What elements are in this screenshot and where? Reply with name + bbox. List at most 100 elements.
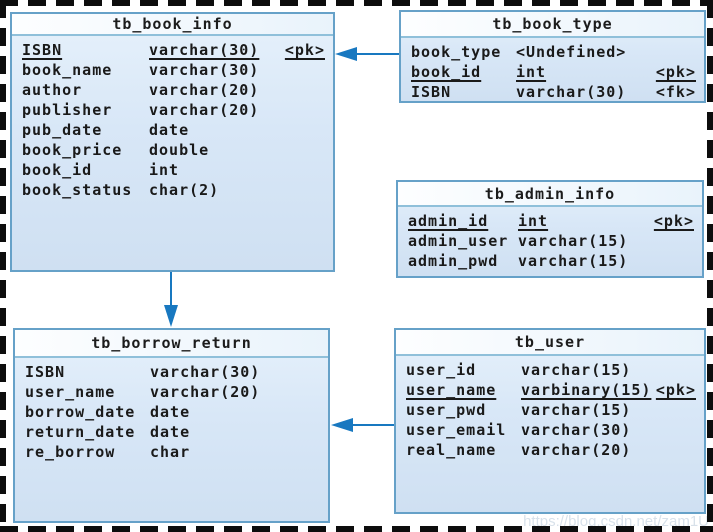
column-row: book_name varchar(30) [22,60,325,80]
column-type: varchar(30) [149,41,260,59]
relation-arrow-book-type-to-book-info [335,47,399,61]
column-name: user_name [25,383,116,401]
column-name: admin_user [408,232,509,250]
table-title: tb_admin_info [398,182,702,207]
column-name: book_id [22,161,93,179]
column-name: user_id [406,361,477,379]
column-type: varbinary(15) [521,381,652,399]
dashed-border-left [0,0,6,532]
column-row: book_id int <pk> [411,62,696,82]
table-columns: admin_id int <pk> admin_user varchar(15)… [398,207,702,271]
column-type: date [149,121,190,139]
column-name: return_date [25,423,136,441]
table-columns: ISBN varchar(30) <pk> book_name varchar(… [12,36,333,200]
primary-key-tag: <pk> [655,63,696,81]
column-type: varchar(30) [149,61,260,79]
column-name: book_price [22,141,123,159]
column-name: ISBN [22,41,63,59]
column-type: varchar(15) [521,401,632,419]
column-type: varchar(20) [521,441,632,459]
csdn-watermark: https://blog.csdn.net/zam1U [523,513,709,530]
primary-key-tag: <pk> [653,212,694,230]
column-name: borrow_date [25,403,136,421]
table-tb-book-type: tb_book_type book_type <Undefined> book_… [399,10,706,103]
column-row: admin_pwd varchar(15) [408,251,694,271]
column-name: ISBN [25,363,66,381]
column-name: real_name [406,441,497,459]
table-columns: book_type <Undefined> book_id int <pk> I… [401,38,704,102]
relation-arrow-book-info-to-borrow-return [164,272,178,327]
column-type: double [149,141,210,159]
column-row: user_id varchar(15) [406,360,696,380]
table-title: tb_user [396,330,704,356]
column-row: author varchar(20) [22,80,325,100]
column-row: book_id int [22,160,325,180]
column-row: publisher varchar(20) [22,100,325,120]
column-name: publisher [22,101,113,119]
column-row: admin_id int <pk> [408,211,694,231]
column-row: ISBN varchar(30) <fk> [411,82,696,102]
table-title: tb_book_type [401,12,704,38]
dashed-border-top [0,0,713,6]
column-row: book_price double [22,140,325,160]
table-tb-admin-info: tb_admin_info admin_id int <pk> admin_us… [396,180,704,278]
column-name: re_borrow [25,443,116,461]
column-name: ISBN [411,83,452,101]
table-tb-book-info: tb_book_info ISBN varchar(30) <pk> book_… [10,12,335,272]
column-name: admin_pwd [408,252,499,270]
column-type: varchar(20) [149,81,260,99]
table-tb-borrow-return: tb_borrow_return ISBN varchar(30) user_n… [13,328,330,523]
table-title: tb_borrow_return [15,330,328,358]
column-type: char [150,443,191,461]
column-row: return_date date [25,422,320,442]
column-name: user_pwd [406,401,487,419]
column-row: admin_user varchar(15) [408,231,694,251]
column-row: user_name varchar(20) [25,382,320,402]
column-row: user_name varbinary(15) <pk> [406,380,696,400]
column-type: date [150,403,191,421]
primary-key-tag: <pk> [284,41,325,59]
dashed-border-right [707,0,713,532]
column-row: real_name varchar(20) [406,440,696,460]
foreign-key-tag: <fk> [655,83,696,101]
table-columns: user_id varchar(15) user_name varbinary(… [396,356,704,460]
column-row: borrow_date date [25,402,320,422]
column-row: re_borrow char [25,442,320,462]
table-columns: ISBN varchar(30) user_name varchar(20) b… [15,358,328,462]
column-row: ISBN varchar(30) [25,362,320,382]
column-name: admin_id [408,212,489,230]
column-type: varchar(20) [150,383,261,401]
column-type: varchar(20) [149,101,260,119]
column-row: user_pwd varchar(15) [406,400,696,420]
column-name: book_status [22,181,133,199]
primary-key-tag: <pk> [655,381,696,399]
column-name: book_type [411,43,502,61]
column-type: varchar(30) [516,83,627,101]
column-row: user_email varchar(30) [406,420,696,440]
column-type: <Undefined> [516,43,627,61]
dashed-border-bottom [0,526,713,532]
column-row: pub_date date [22,120,325,140]
column-name: user_email [406,421,507,439]
column-type: date [150,423,191,441]
column-type: int [516,63,547,81]
column-type: int [149,161,180,179]
column-type: varchar(30) [521,421,632,439]
relation-arrow-user-to-borrow-return [331,418,394,432]
column-name: book_id [411,63,482,81]
column-type: varchar(15) [518,232,629,250]
column-name: book_name [22,61,113,79]
column-type: varchar(15) [521,361,632,379]
column-type: varchar(30) [150,363,261,381]
column-name: author [22,81,83,99]
column-row: book_type <Undefined> [411,42,696,62]
column-type: char(2) [149,181,220,199]
column-name: user_name [406,381,497,399]
column-row: book_status char(2) [22,180,325,200]
table-title: tb_book_info [12,14,333,36]
column-type: varchar(15) [518,252,629,270]
column-row: ISBN varchar(30) <pk> [22,40,325,60]
table-tb-user: tb_user user_id varchar(15) user_name va… [394,328,706,514]
column-name: pub_date [22,121,103,139]
